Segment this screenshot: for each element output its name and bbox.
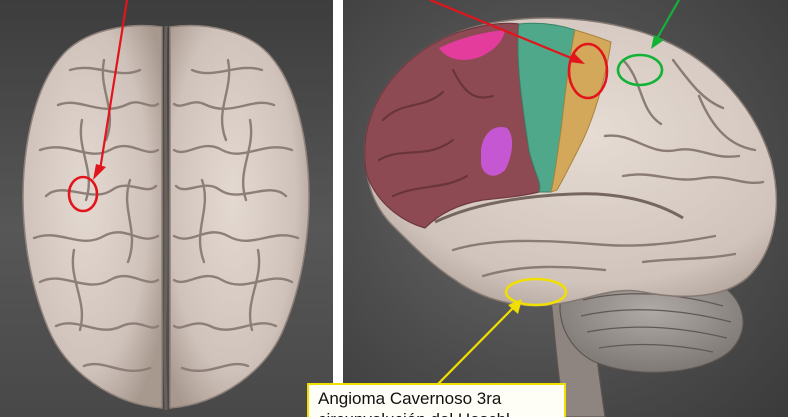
callout-line-2: circunvolución del Heschl: [318, 409, 558, 417]
brain-top-view-panel: [0, 0, 333, 417]
callout-line-1: Angioma Cavernoso 3ra: [318, 388, 558, 409]
callout-label-box: Angioma Cavernoso 3ra circunvolución del…: [307, 383, 566, 417]
brain-top-view: [0, 0, 333, 417]
right-hemisphere: [170, 26, 309, 408]
longitudinal-fissure: [165, 26, 166, 410]
brain-lateral-view: [343, 0, 788, 417]
left-hemisphere: [23, 26, 162, 408]
brain-lateral-view-panel: [343, 0, 788, 417]
